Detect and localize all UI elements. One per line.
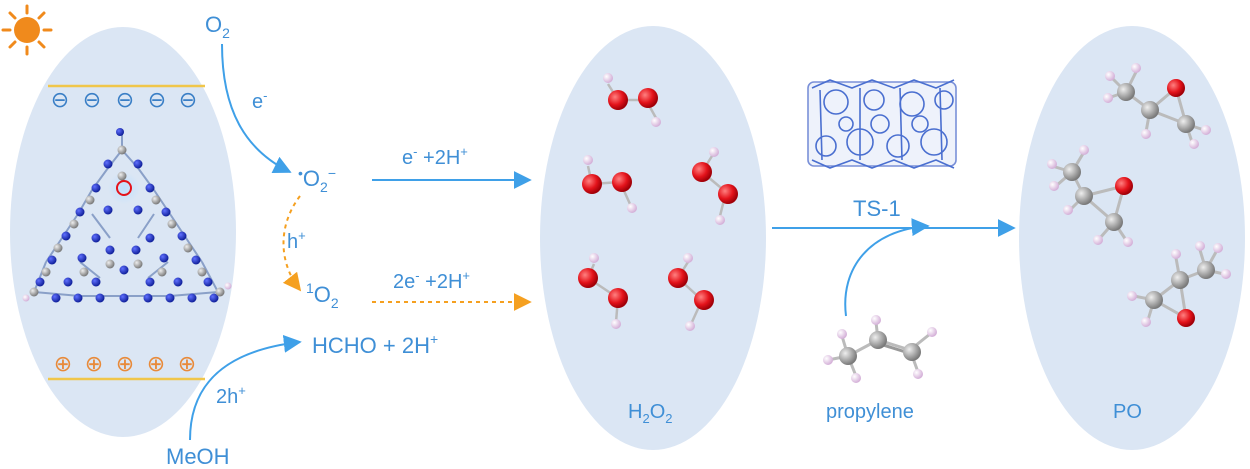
hole-label: h+: [287, 228, 306, 253]
electron-symbol: ⊖: [83, 88, 101, 113]
h2o2-molecule: [668, 253, 714, 331]
electron-symbol: ⊖: [148, 88, 166, 113]
superoxide-path-label: e- +2H+: [402, 144, 468, 169]
hole-symbol: ⊕: [116, 352, 134, 377]
electron-label: e-: [252, 88, 267, 113]
po-molecules: [1047, 63, 1231, 327]
superoxide-label: •O2−: [298, 165, 336, 195]
hole-row: ⊕ ⊕ ⊕ ⊕ ⊕: [54, 352, 196, 377]
h2o2-molecule: [582, 155, 637, 213]
h2o2-molecule: [578, 253, 628, 329]
h2o2-ellipse: [540, 26, 766, 450]
singlet-path-label: 2e- +2H+: [393, 268, 470, 293]
po-molecule: [1127, 241, 1231, 327]
sun-icon: [1, 4, 53, 56]
carbon-nitride-structure: [22, 128, 232, 303]
electron-symbol: ⊖: [179, 88, 197, 113]
po-molecule: [1103, 63, 1211, 149]
formaldehyde-label: HCHO + 2H+: [312, 331, 438, 358]
two-holes-label: 2h+: [216, 383, 246, 408]
ts1-zeolite-icon: [807, 79, 957, 169]
singlet-oxygen-label: 1O2: [306, 280, 339, 311]
electron-symbol: ⊖: [116, 88, 134, 113]
hole-symbol: ⊕: [54, 352, 72, 377]
o2-reduction-arrow: [221, 43, 292, 173]
propylene-feed-arrow: [844, 218, 930, 317]
active-site-marker: [116, 180, 132, 196]
propylene-label: propylene: [826, 401, 914, 423]
h2o2-molecules: [578, 73, 738, 331]
po-label: PO: [1113, 401, 1142, 423]
hole-symbol: ⊕: [85, 352, 103, 377]
ts1-label: TS-1: [853, 196, 901, 221]
po-molecule: [1047, 145, 1133, 247]
h2o2-label: H2O2: [628, 401, 672, 426]
hole-symbol: ⊕: [178, 352, 196, 377]
catalyst-ellipse: [10, 27, 236, 437]
propylene-molecule: [823, 315, 937, 383]
hole-symbol: ⊕: [147, 352, 165, 377]
o2-label: O2: [205, 12, 230, 41]
methanol-oxidation-arrow: [189, 334, 302, 441]
electron-symbol: ⊖: [51, 88, 69, 113]
electron-row: ⊖ ⊖ ⊖ ⊖ ⊖: [51, 88, 197, 113]
h2o2-molecule: [603, 73, 661, 127]
h2o2-molecule: [692, 147, 738, 225]
hole-oxidation-arrow: [282, 195, 302, 292]
methanol-label: MeOH: [166, 444, 230, 469]
